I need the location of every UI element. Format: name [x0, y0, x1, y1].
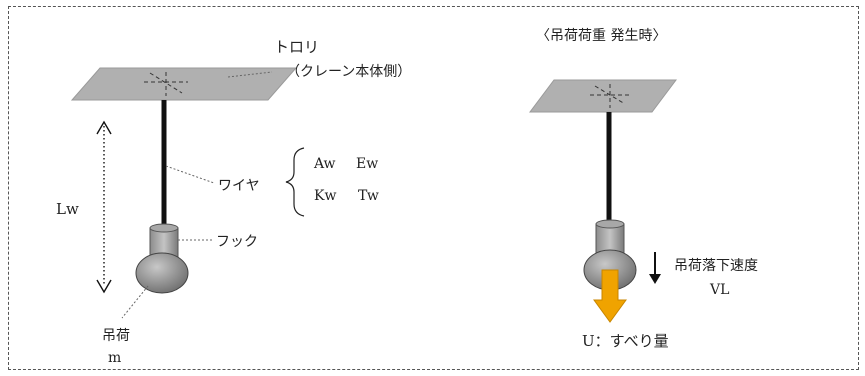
trolley-label: トロリ [274, 38, 319, 56]
slip-label: U：すべり量 [582, 332, 669, 350]
speed-symbol: VL [709, 282, 729, 298]
length-dimension [96, 120, 112, 294]
right-hook [595, 219, 625, 257]
param-brace [285, 147, 305, 217]
param-kw: Kw [314, 188, 336, 204]
right-plate-crosshair [590, 84, 630, 108]
right-trolley-plate [529, 79, 677, 113]
right-title: 〈吊荷荷重 発生時〉 [536, 28, 666, 44]
load-leader [121, 285, 149, 319]
load-ball [135, 252, 189, 294]
trolley-leader [227, 71, 273, 78]
hook-label: フック [216, 234, 258, 250]
param-aw: Aw [313, 156, 335, 172]
wire-label: ワイヤ [218, 178, 260, 194]
trolley-sub-label: （クレーン本体側） [286, 64, 411, 80]
left-figure [70, 67, 305, 319]
mass-label: m [108, 350, 121, 366]
fall-speed-arrow [649, 252, 661, 284]
speed-label: 吊荷落下速度 [674, 258, 758, 274]
diagram-frame [8, 6, 859, 370]
param-ew: Ew [356, 156, 378, 172]
wire-leader [165, 165, 215, 184]
trolley-plate [70, 67, 298, 101]
length-label: Lw [56, 200, 79, 218]
param-tw: Tw [358, 188, 379, 204]
plate-crosshair [144, 72, 188, 96]
slip-arrow [593, 269, 627, 323]
load-label: 吊荷 [102, 328, 130, 344]
right-figure [529, 79, 677, 323]
